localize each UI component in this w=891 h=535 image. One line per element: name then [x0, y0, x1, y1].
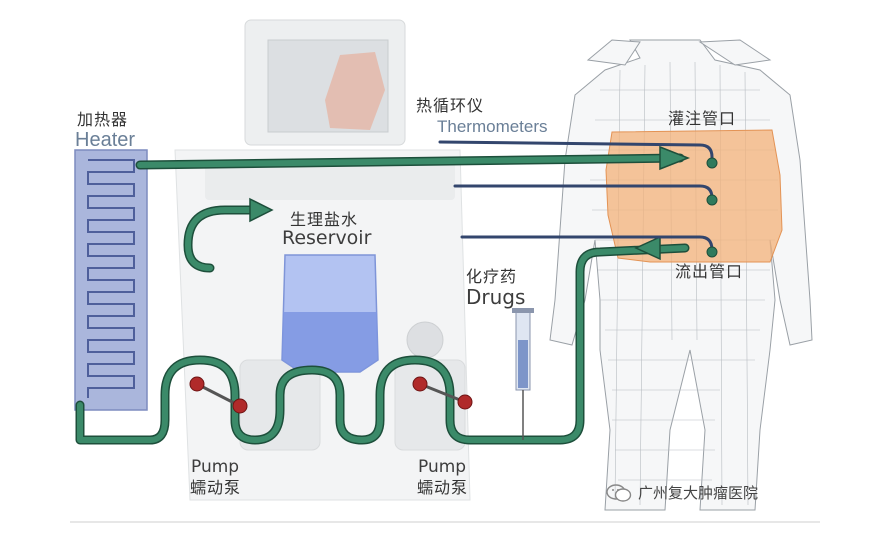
probe-tips: [706, 157, 718, 258]
heater: [74, 149, 148, 411]
thermo-label-en: Thermometers: [437, 117, 548, 136]
pump-2-label-en: Pump: [418, 457, 467, 477]
watermark: 广州复大肿瘤医院: [606, 482, 758, 503]
drugs-label-en: Drugs: [466, 285, 526, 309]
reservoir-bag: [281, 254, 379, 373]
pump-1-label-en: Pump: [191, 457, 240, 477]
outflow-arrow-head: [634, 235, 661, 261]
heater-label-en: Heater: [75, 129, 136, 151]
pump-2-label-zh: 蠕动泵: [417, 478, 469, 497]
tubing-circuit: [75, 153, 690, 445]
reservoir-label-zh: 生理盐水: [290, 210, 359, 229]
inflow-arrow-head: [659, 145, 691, 171]
reservoir-label-en: Reservoir: [282, 227, 372, 249]
inflow-port-label: 灌注管口: [668, 109, 737, 128]
heater-label-zh: 加热器: [77, 110, 129, 129]
pump-1-label-zh: 蠕动泵: [190, 478, 242, 497]
drug-syringe: [512, 308, 534, 440]
abdomen-region: [605, 129, 783, 263]
thermo-label-zh: 热循环仪: [416, 96, 485, 115]
watermark-text: 广州复大肿瘤医院: [638, 484, 759, 502]
circulation-arrow-head: [249, 197, 274, 223]
pump-rotor-2: [412, 376, 473, 410]
heater-coil: [87, 159, 135, 398]
wechat-icon: [606, 483, 632, 502]
probe-1: [438, 140, 714, 164]
outflow-port-label: 流出管口: [675, 262, 744, 281]
pump-rotor-1: [189, 376, 248, 414]
drugs-label-zh: 化疗药: [466, 267, 518, 286]
